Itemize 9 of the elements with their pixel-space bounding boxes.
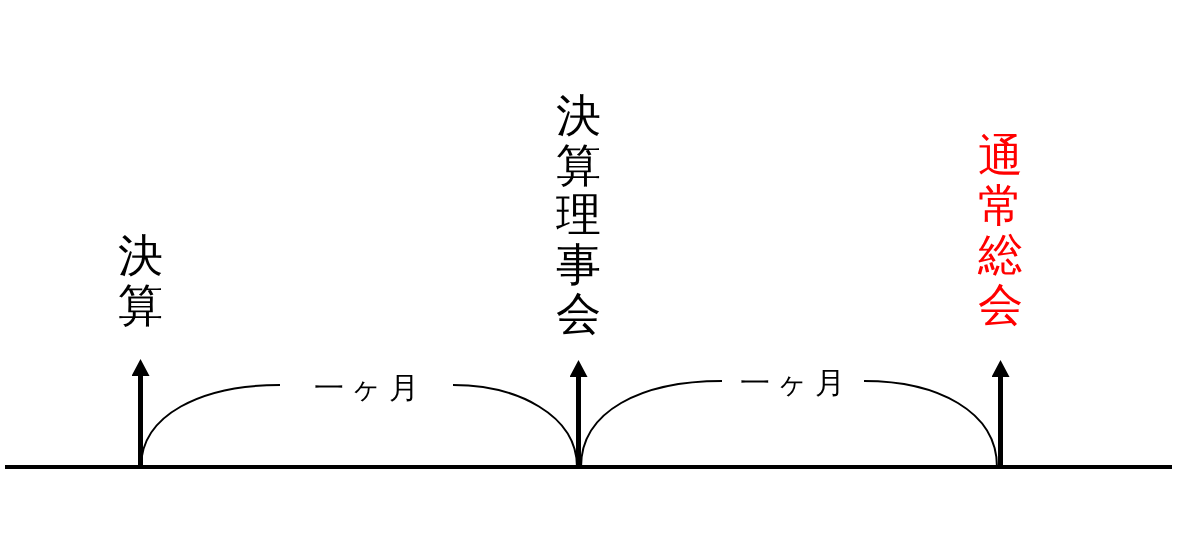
duration-label: 一ヶ月 <box>738 368 852 398</box>
timeline-axis <box>5 465 1172 469</box>
arrow <box>131 359 150 465</box>
arrow <box>569 360 588 465</box>
milestone-label: 決算 <box>118 231 163 330</box>
milestone-label: 通常総会 <box>978 131 1023 329</box>
duration-label: 一ヶ月 <box>312 373 426 403</box>
arrow <box>991 360 1010 465</box>
milestone-label: 決算理事会 <box>556 91 601 339</box>
